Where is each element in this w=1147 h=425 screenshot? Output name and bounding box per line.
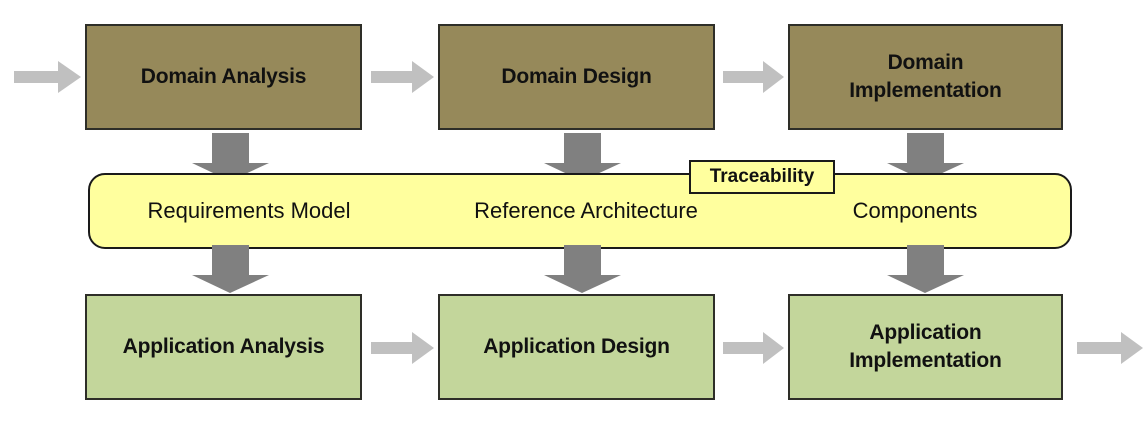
traceability-callout-label: Traceability bbox=[709, 166, 815, 187]
box-application-design-label: Application Design bbox=[483, 334, 670, 358]
derive-arrow-analysis-to-requirements bbox=[192, 133, 269, 181]
box-application-implementation-line2: Implementation bbox=[849, 349, 1002, 372]
box-domain-implementation[interactable]: Domain Implementation bbox=[788, 24, 1063, 130]
box-domain-analysis[interactable]: Domain Analysis bbox=[85, 24, 362, 130]
asset-components: Components bbox=[852, 198, 978, 223]
box-domain-design[interactable]: Domain Design bbox=[438, 24, 715, 130]
box-application-design[interactable]: Application Design bbox=[438, 294, 715, 400]
traceability-callout: Traceability bbox=[689, 160, 835, 194]
asset-reference-architecture: Reference Architecture bbox=[474, 198, 698, 223]
derive-arrow-requirements-to-app-analysis bbox=[192, 245, 269, 293]
derive-arrow-implementation-to-components bbox=[887, 133, 964, 181]
asset-requirements-model: Requirements Model bbox=[147, 198, 351, 223]
input-flow-arrow bbox=[14, 61, 81, 93]
derive-arrow-components-to-app-implementation bbox=[887, 245, 964, 293]
box-application-analysis-label: Application Analysis bbox=[122, 334, 325, 358]
box-domain-implementation-line1: Domain bbox=[887, 50, 964, 74]
flow-arrow-domain-analysis-to-design bbox=[371, 61, 434, 93]
derive-arrow-architecture-to-app-design bbox=[544, 245, 621, 293]
box-domain-design-label: Domain Design bbox=[501, 64, 652, 88]
flow-arrow-app-design-to-implementation bbox=[723, 332, 784, 364]
box-application-implementation[interactable]: Application Implementation bbox=[788, 294, 1063, 400]
box-application-implementation-line1: Application bbox=[869, 320, 982, 344]
box-application-implementation-label: Application Implementation bbox=[841, 319, 1009, 376]
output-flow-arrow bbox=[1077, 332, 1143, 364]
flow-arrow-domain-design-to-implementation bbox=[723, 61, 784, 93]
box-domain-implementation-label: Domain Implementation bbox=[841, 49, 1009, 106]
box-domain-implementation-line2: Implementation bbox=[849, 79, 1002, 102]
derive-arrow-design-to-architecture bbox=[544, 133, 621, 181]
box-domain-analysis-label: Domain Analysis bbox=[140, 64, 307, 88]
flow-arrow-app-analysis-to-design bbox=[371, 332, 434, 364]
core-assets-band: Requirements Model Reference Architectur… bbox=[88, 173, 1072, 249]
box-application-analysis[interactable]: Application Analysis bbox=[85, 294, 362, 400]
